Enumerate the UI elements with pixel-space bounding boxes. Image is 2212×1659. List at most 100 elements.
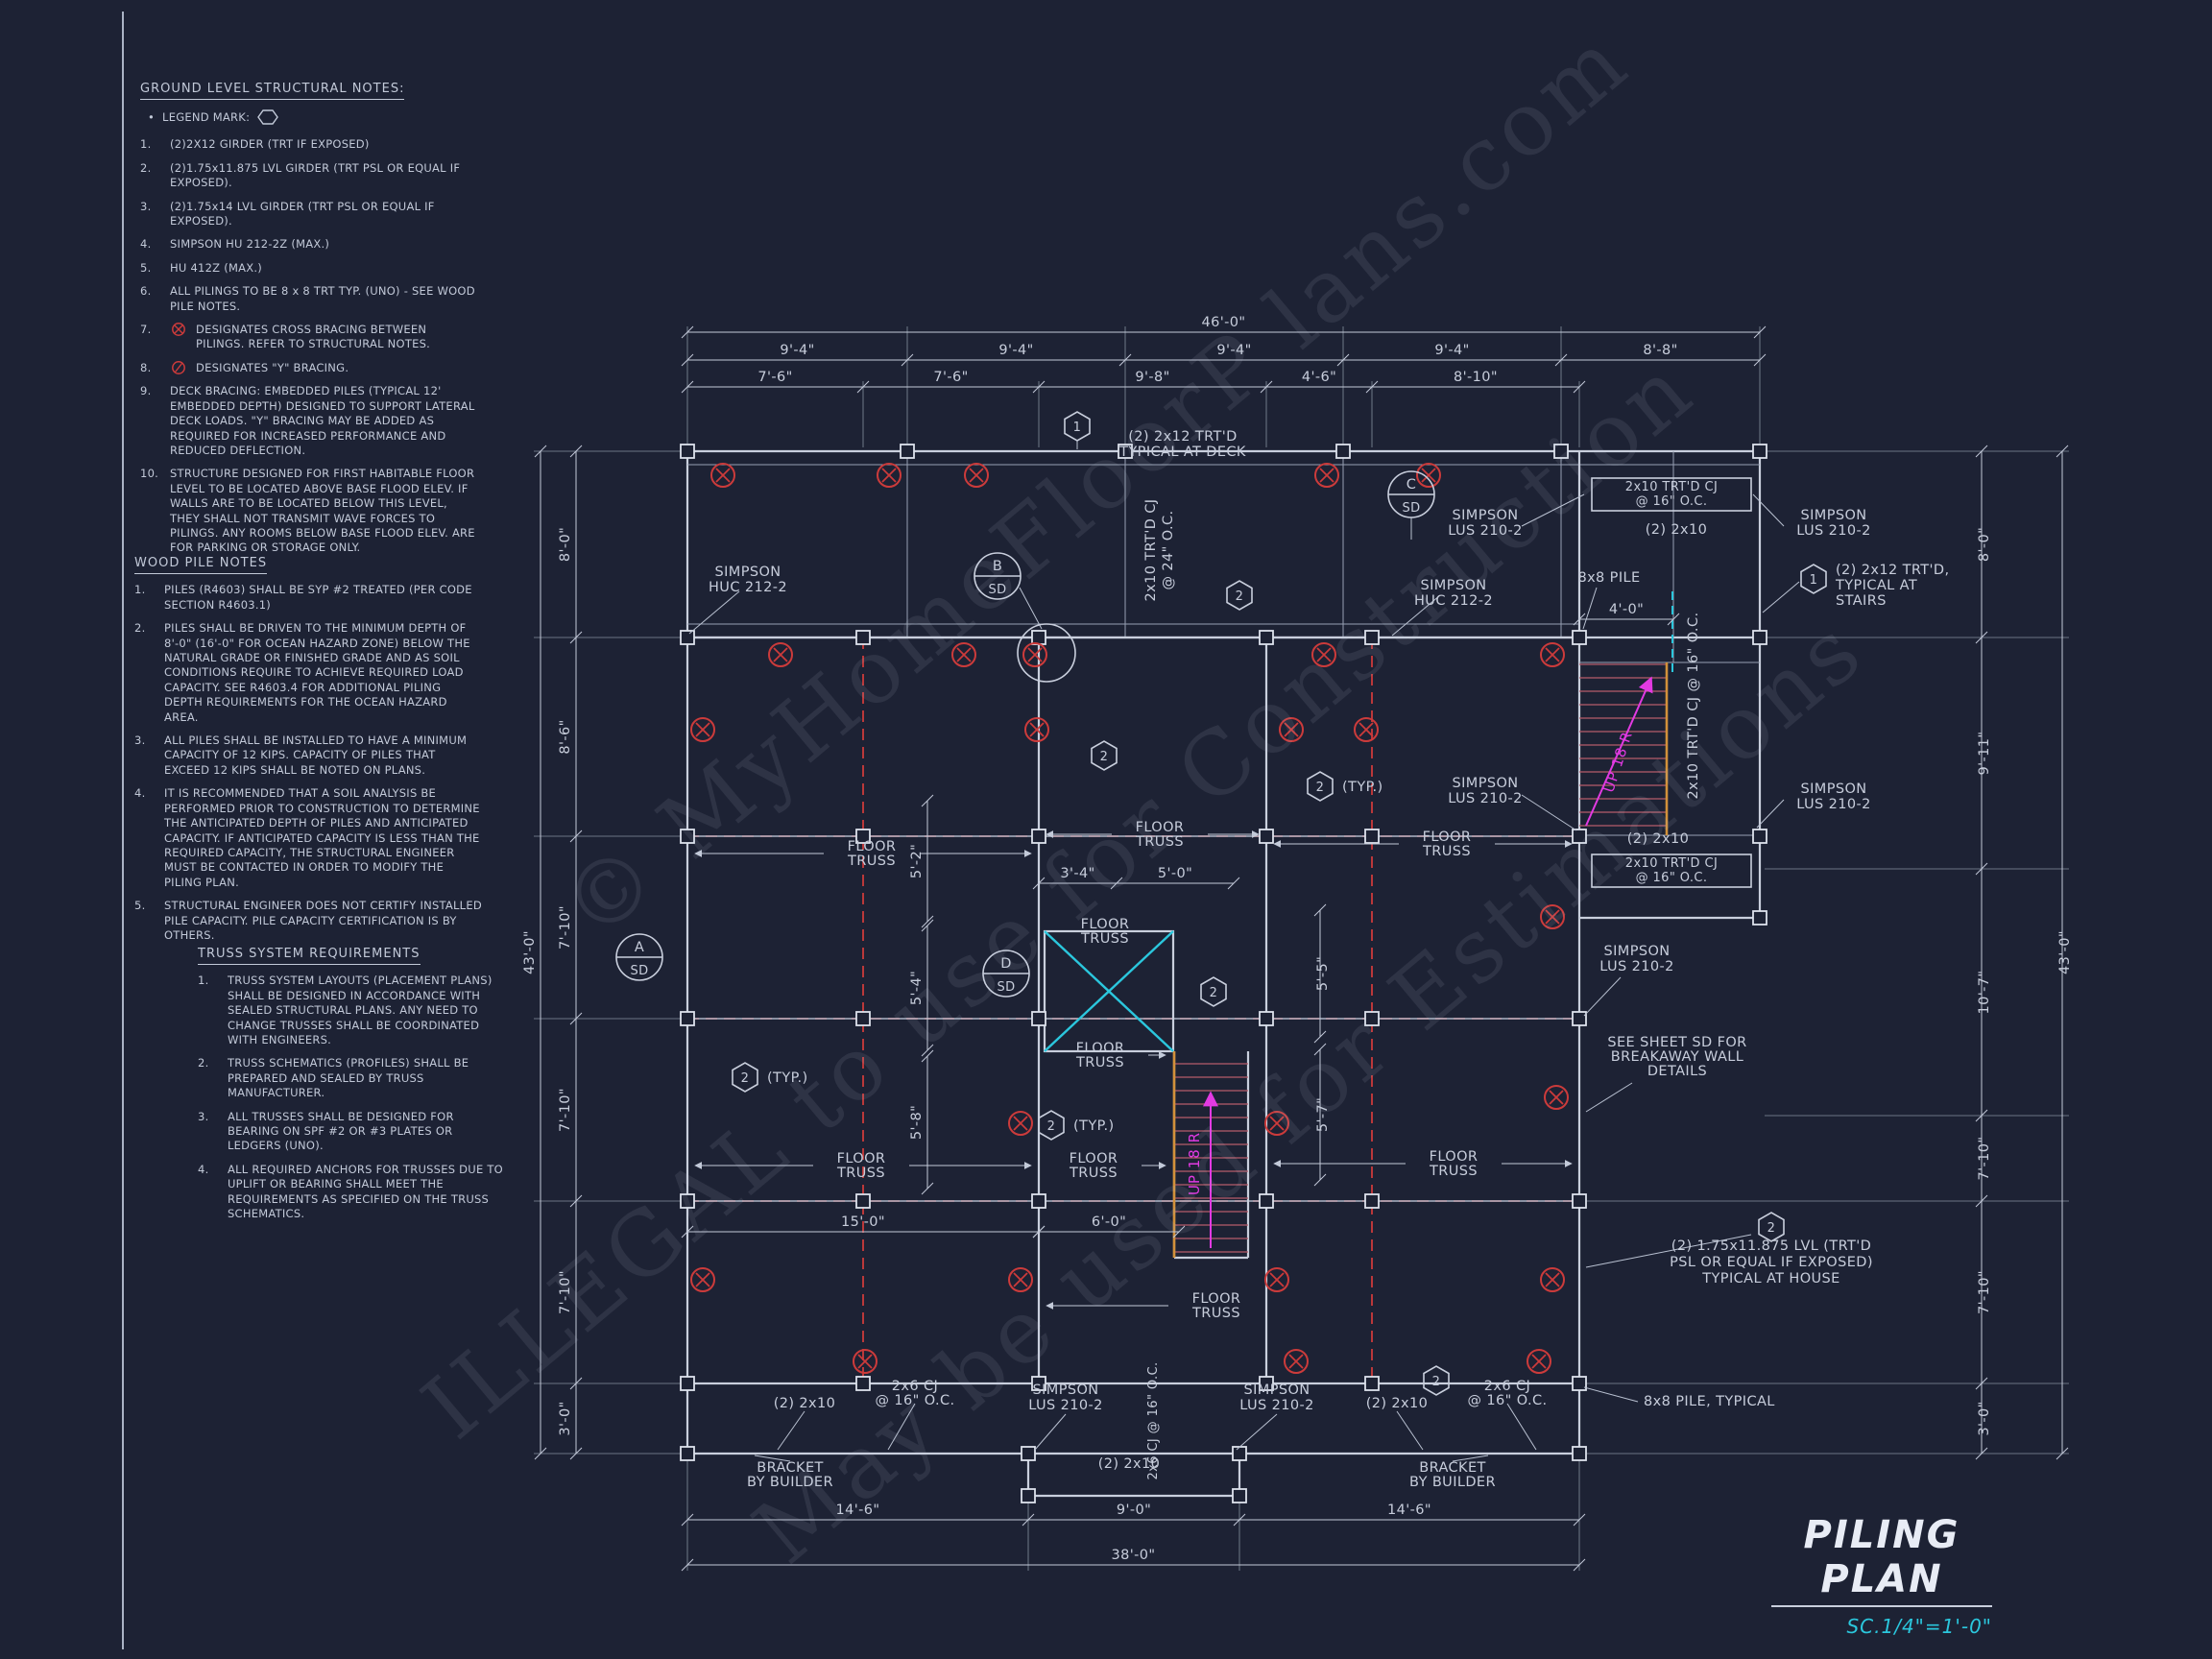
dimension-label: 46'-0" [1202, 315, 1246, 330]
sheet-border-line [122, 12, 124, 1649]
pile-symbol [1572, 829, 1587, 844]
note-number: 1. [134, 583, 146, 597]
pile-symbol [855, 1011, 871, 1026]
bullet: • [148, 109, 156, 124]
note-item: 4.ALL REQUIRED ANCHORS FOR TRUSSES DUE T… [198, 1163, 503, 1222]
pile-symbol [1553, 444, 1569, 459]
note-text: TRUSS SYSTEM LAYOUTS (PLACEMENT PLANS) S… [228, 974, 493, 1047]
note-item: 10.STRUCTURE DESIGNED FOR FIRST HABITABL… [140, 467, 476, 555]
wood-notes-title: WOOD PILE NOTES [134, 555, 268, 575]
ceiling-joist-note: 2x10 TRT'D CJ [1143, 499, 1159, 602]
note-number: 5. [140, 260, 152, 275]
note-item: 6.ALL PILINGS TO BE 8 x 8 TRT TYP. (UNO)… [140, 284, 476, 314]
cross-bracing-symbol [1022, 642, 1047, 667]
floor-truss-label: FLOOR [1192, 1291, 1241, 1307]
stairs: UP 18 RUP 18 R [1172, 662, 1669, 1258]
note-item: 5.HU 412Z (MAX.) [140, 261, 476, 276]
ground-structural-notes: GROUND LEVEL STRUCTURAL NOTES: • LEGEND … [140, 81, 476, 565]
pile-symbol [1572, 1193, 1587, 1209]
pile-symbol [1572, 1376, 1587, 1391]
pile-symbol [680, 829, 695, 844]
dimension-label: 4'-6" [1302, 370, 1336, 385]
keynote-hexagon [1758, 1212, 1785, 1242]
note-number: 3. [140, 199, 152, 213]
dimension-label: 3'-0" [1977, 1401, 1992, 1435]
dimension-label: 8'-8" [1643, 343, 1677, 358]
dimension-label: 6'-0" [1092, 1214, 1126, 1230]
title-underline [1771, 1605, 1992, 1607]
cross-bracing-symbol [1284, 1349, 1309, 1374]
keynote-number: 2 [741, 1071, 750, 1086]
cross-bracing-symbol [1540, 904, 1565, 929]
floor-truss-label: TRUSS [1429, 1164, 1478, 1179]
legend-mark-row: • LEGEND MARK: [148, 108, 476, 126]
keynote-hexagon [1307, 771, 1334, 802]
cross-bracing-symbol [853, 1349, 878, 1374]
truss-system-requirements: TRUSS SYSTEM REQUIREMENTS 1.TRUSS SYSTEM… [198, 946, 503, 1231]
note-number: 6. [140, 284, 152, 299]
note-item: 3.ALL TRUSSES SHALL BE DESIGNED FOR BEAR… [198, 1110, 503, 1154]
simpson-lus-label: SIMPSON [1244, 1382, 1310, 1398]
bracket-note: BY BUILDER [747, 1475, 833, 1490]
note-text: PILES SHALL BE DRIVEN TO THE MINIMUM DEP… [164, 621, 470, 724]
cross-bracing-symbol [951, 642, 976, 667]
simpson-lus-label: SIMPSON [1453, 508, 1519, 523]
pile-symbol [1752, 444, 1767, 459]
dimension-label: 5'-2" [909, 844, 925, 878]
note-number: 1. [198, 974, 209, 988]
lvl-girder-note: TYPICAL AT HOUSE [1701, 1271, 1839, 1286]
dimension-label: 5'-8" [909, 1105, 925, 1140]
floor-truss-label: FLOOR [1070, 1151, 1118, 1166]
dimension-label: 7'-6" [933, 370, 968, 385]
simpson-lus-label: LUS 210-2 [1599, 959, 1674, 974]
note-number: 8. [140, 360, 152, 374]
floor-truss-label: TRUSS [1069, 1166, 1118, 1181]
dimension-label: 43'-0" [522, 930, 538, 974]
keynote-number: 2 [1100, 750, 1109, 764]
floor-truss-label: TRUSS [1191, 1306, 1240, 1321]
simpson-lus-label: LUS 210-2 [1796, 523, 1871, 539]
note-number: 7. [140, 323, 152, 337]
keynote-number: 2 [1316, 781, 1325, 795]
note-text: STRUCTURAL ENGINEER DOES NOT CERTIFY INS… [164, 899, 482, 942]
keynote-hexagon [1091, 740, 1118, 771]
pile-symbol [1752, 630, 1767, 645]
dimensions: 46'-0"9'-4"9'-4"9'-4"9'-4"8'-8"7'-6"7'-6… [522, 315, 2073, 1572]
sheet-scale: SC.1/4"=1'-0" [1846, 1615, 1992, 1638]
note-text: (2)1.75x11.875 LVL GIRDER (TRT PSL OR EQ… [170, 160, 461, 190]
dimension-label: 8'-0" [1977, 527, 1992, 562]
double-2x10-label: (2) 2x10 [1366, 1396, 1429, 1411]
floor-truss-label: TRUSS [1080, 931, 1129, 947]
cross-bracing-symbol [1527, 1349, 1551, 1374]
pile-symbol [1572, 1446, 1587, 1461]
pile-symbol [680, 1193, 695, 1209]
cross-bracing-symbol [1279, 717, 1304, 742]
typ-label: (TYP.) [1342, 780, 1383, 795]
keynote-number: 1 [1073, 421, 1082, 435]
cross-bracing-symbols [690, 463, 1569, 1374]
ceiling-joist-note: @ 24" O.C. [1161, 510, 1176, 589]
cross-bracing-symbol [1264, 1267, 1289, 1292]
bracket-note: BRACKET [757, 1460, 824, 1476]
section-sheet: SD [988, 583, 1006, 597]
section-sheet: SD [630, 964, 648, 978]
dimension-label: 7'-10" [558, 1088, 573, 1132]
cross-bracing-symbol [690, 1267, 715, 1292]
dimension-label: 5'-0" [1158, 866, 1192, 881]
note-text: TRUSS SCHEMATICS (PROFILES) SHALL BE PRE… [228, 1056, 469, 1100]
dimension-label: 9'-8" [1135, 370, 1169, 385]
stair-girder-note: (2) 2x12 TRT'D, [1836, 563, 1950, 578]
section-sheet: SD [997, 980, 1015, 995]
section-letter: A [635, 940, 644, 955]
pile-symbol [1232, 1446, 1247, 1461]
simpson-lus-label: LUS 210-2 [1239, 1398, 1314, 1413]
note-number: 3. [198, 1109, 209, 1123]
wood-pile-notes: WOOD PILE NOTES 1.PILES (R4603) SHALL BE… [134, 555, 482, 951]
pile-symbol [680, 1376, 695, 1391]
dimension-label: 9'-11" [1977, 732, 1992, 776]
wall-lines [685, 449, 1762, 1498]
pile-symbol [1572, 630, 1587, 645]
ground-notes-title: GROUND LEVEL STRUCTURAL NOTES: [140, 81, 405, 101]
cross-bracing-symbol [1544, 1085, 1569, 1110]
